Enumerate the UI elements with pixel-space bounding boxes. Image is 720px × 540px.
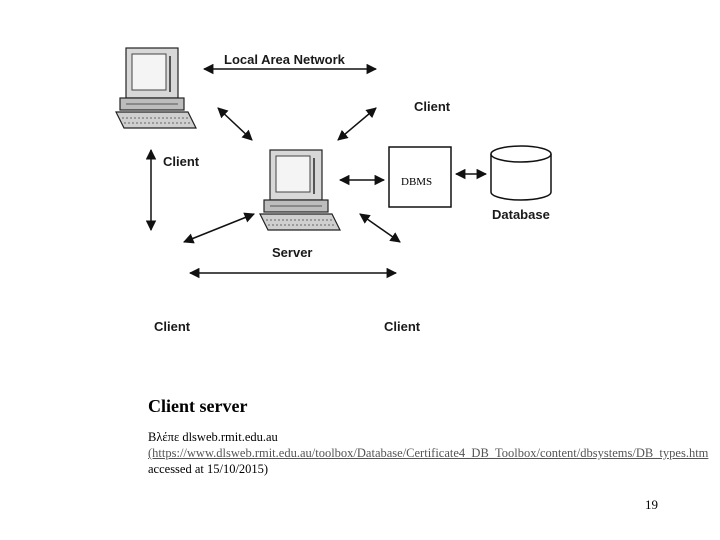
client-server-diagram: Local Area Network Client Client DBMS Da… xyxy=(115,47,552,334)
lower-left-arrow xyxy=(183,212,255,244)
source-suffix: accessed at 15/10/2015) xyxy=(148,462,269,476)
server-computer-icon xyxy=(259,149,341,231)
database-cylinder-icon xyxy=(490,145,552,201)
network-label: Local Area Network xyxy=(224,52,346,67)
page-number: 19 xyxy=(645,497,658,512)
server-label: Server xyxy=(272,245,312,260)
client-computer-icon xyxy=(115,47,197,129)
figure-caption: Client server xyxy=(148,396,248,416)
client-label-bottom-right: Client xyxy=(384,319,421,334)
client-server-arrow xyxy=(217,107,253,141)
source-citation: Βλέπε dlsweb.rmit.edu.au (https://www.dl… xyxy=(148,429,708,477)
database-label: Database xyxy=(492,207,550,222)
dbms-label: DBMS xyxy=(401,176,432,188)
client-label-top-right: Client xyxy=(414,99,451,114)
lower-right-arrow xyxy=(359,213,401,243)
server-client-arrow xyxy=(337,107,377,141)
client-label-bottom-left: Client xyxy=(154,319,191,334)
dbms-box xyxy=(388,146,452,208)
source-link[interactable]: (https://www.dlsweb.rmit.edu.au/toolbox/… xyxy=(148,446,709,460)
client-label-left: Client xyxy=(163,154,200,169)
source-prefix: Βλέπε dlsweb.rmit.edu.au xyxy=(148,430,278,444)
